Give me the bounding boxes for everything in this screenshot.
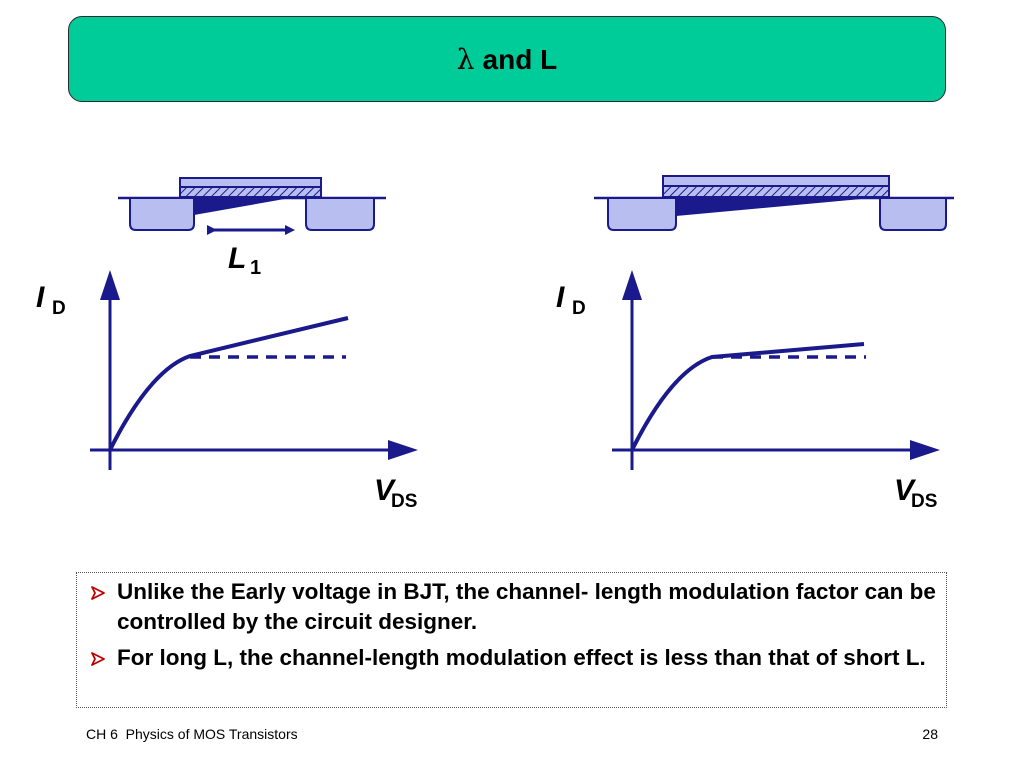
- x-axis-subscript: DS: [911, 491, 937, 512]
- mos-diagram: L 1 I D V DS I D V DS: [36, 175, 954, 512]
- id-curve: [630, 342, 865, 451]
- length-subscript: 1: [250, 257, 261, 279]
- channel: [194, 198, 290, 215]
- arrow-bullet-icon: [91, 643, 117, 666]
- gate-oxide: [179, 186, 322, 198]
- x-axis-arrow: [910, 440, 940, 460]
- notes-box: Unlike the Early voltage in BJT, the cha…: [76, 572, 947, 708]
- bullet-item: For long L, the channel-length modulatio…: [91, 643, 936, 673]
- short-channel-plot: I D V DS: [36, 270, 418, 512]
- drain-region: [305, 197, 375, 231]
- title-text: and L: [482, 43, 558, 75]
- y-axis-label: I: [556, 281, 565, 314]
- bullet-text: Unlike the Early voltage in BJT, the cha…: [117, 579, 936, 634]
- bullet-text: For long L, the channel-length modulatio…: [117, 645, 926, 670]
- gate-oxide: [662, 185, 890, 198]
- x-axis-label: V: [894, 474, 917, 507]
- y-axis-arrow: [100, 270, 120, 300]
- y-axis-subscript: D: [572, 298, 586, 319]
- drain-region: [879, 197, 947, 231]
- x-axis-label: V: [374, 474, 397, 507]
- footer-chapter: CH 6 Physics of MOS Transistors: [86, 726, 298, 742]
- x-axis-arrow: [388, 440, 418, 460]
- long-channel-device: [594, 175, 954, 231]
- long-channel-plot: I D V DS: [556, 270, 940, 512]
- source-region: [607, 197, 677, 231]
- x-axis-subscript: DS: [391, 491, 417, 512]
- short-channel-device: L 1: [118, 177, 386, 279]
- gate: [662, 175, 890, 187]
- y-axis-arrow: [622, 270, 642, 300]
- gate: [179, 177, 322, 188]
- arrow-bullet-icon: [91, 577, 117, 600]
- length-label: L: [228, 242, 246, 275]
- source-region: [129, 197, 195, 231]
- y-axis-label: I: [36, 281, 45, 314]
- id-curve: [108, 316, 349, 451]
- bullet-item: Unlike the Early voltage in BJT, the cha…: [91, 577, 936, 637]
- page-number: 28: [922, 726, 938, 742]
- lambda-symbol: λ: [456, 42, 475, 76]
- channel: [676, 198, 872, 216]
- y-axis-subscript: D: [52, 298, 66, 319]
